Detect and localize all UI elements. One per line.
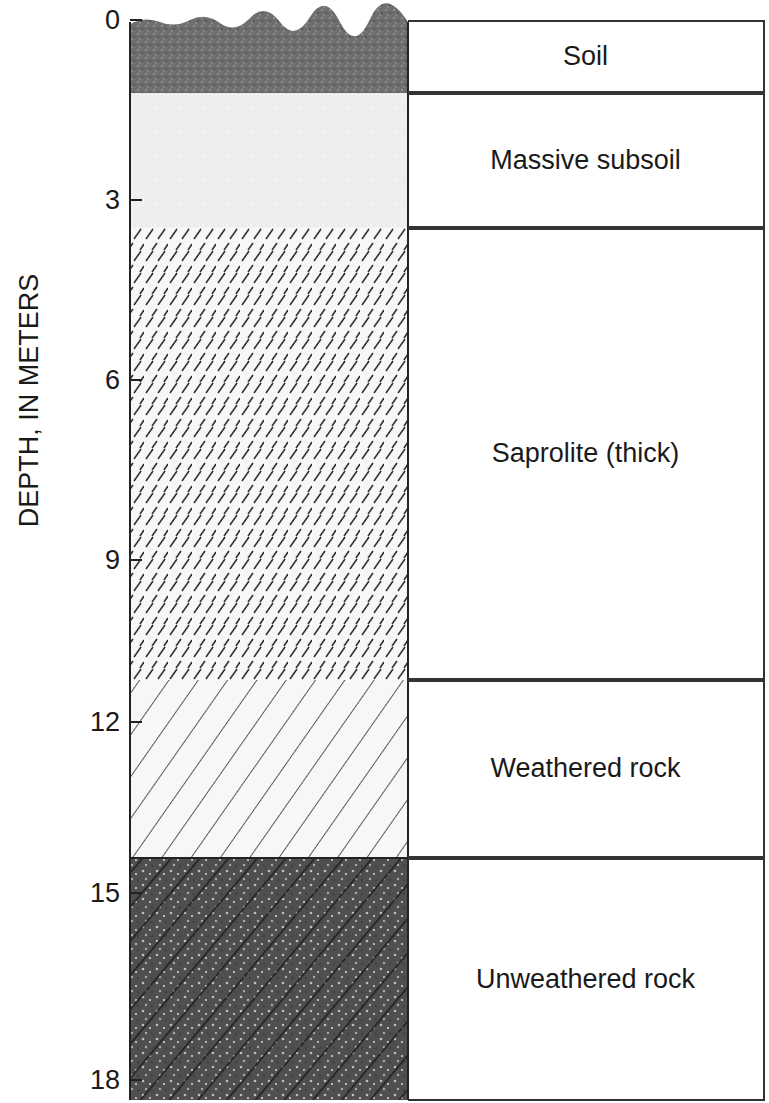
depth-tick	[130, 721, 142, 723]
depth-tick	[130, 19, 142, 21]
depth-value: 12	[60, 709, 120, 736]
column-layers	[130, 3, 408, 1100]
layer-name: Saprolite (thick)	[482, 434, 690, 473]
depth-ticks	[130, 20, 142, 1080]
layer-label-box: Unweathered rock	[408, 858, 765, 1101]
depth-value: 0	[60, 7, 120, 34]
depth-tick	[130, 1079, 142, 1081]
layer-boundary	[130, 857, 408, 859]
depth-value: 15	[60, 880, 120, 907]
depth-value: 9	[60, 547, 120, 574]
depth-tick	[130, 559, 142, 561]
depth-tick	[130, 892, 142, 894]
layer-label-box: Weathered rock	[408, 680, 765, 858]
soil-layer	[130, 3, 408, 93]
subsoil-layer	[130, 93, 408, 228]
depth-value: 3	[60, 187, 120, 214]
rock-lines	[130, 858, 408, 1100]
depth-tick	[130, 199, 142, 201]
depth-value: 18	[60, 1067, 120, 1094]
layer-name: Weathered rock	[480, 749, 690, 788]
layer-label-box: Soil	[408, 20, 765, 93]
layer-name: Massive subsoil	[480, 141, 691, 180]
layer-name: Unweathered rock	[466, 960, 705, 999]
depth-tick	[130, 379, 142, 381]
depth-value: 6	[60, 367, 120, 394]
layer-name: Soil	[553, 37, 618, 76]
layer-label-box: Saprolite (thick)	[408, 228, 765, 680]
weathered-rock-layer	[130, 680, 408, 858]
layer-label-box: Massive subsoil	[408, 93, 765, 228]
axis-title: DEPTH, IN METERS	[17, 273, 44, 527]
unweathered-rock-layer	[130, 858, 408, 1100]
saprolite-layer	[130, 228, 408, 680]
